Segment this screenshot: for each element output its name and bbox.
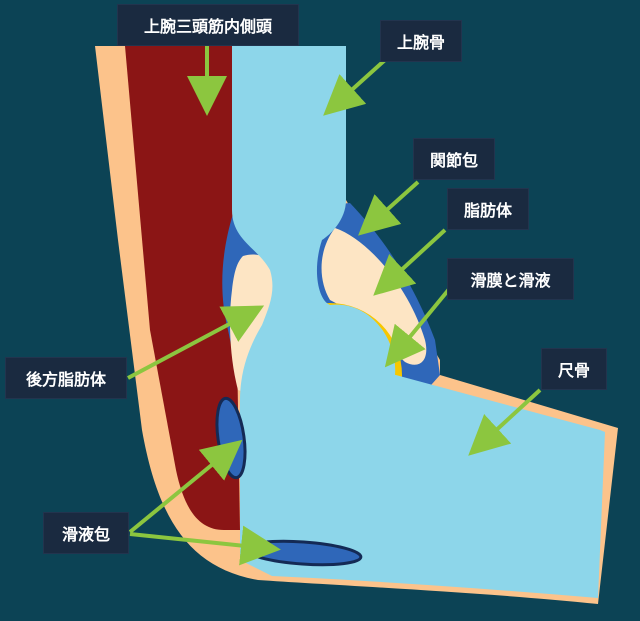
arrow-posterior-fat xyxy=(127,305,265,380)
arrow-capsule xyxy=(358,180,420,236)
trochlea xyxy=(272,317,388,433)
label-synovium: 滑膜と滑液 xyxy=(447,258,574,300)
arrow-humerus xyxy=(323,58,387,116)
arrow-bursa-1 xyxy=(128,439,243,534)
arrow-fatpad xyxy=(373,228,447,296)
label-ulna: 尺骨 xyxy=(541,348,607,390)
label-bursa: 滑液包 xyxy=(43,512,129,554)
arrow-synovium xyxy=(384,286,452,368)
label-fat-pad: 脂肪体 xyxy=(447,188,529,230)
arrow-ulna xyxy=(468,388,542,456)
arrow-bursa-2 xyxy=(129,525,281,566)
label-triceps: 上腕三頭筋内側頭 xyxy=(117,4,299,46)
bone-shape xyxy=(232,46,605,598)
triceps-muscle xyxy=(125,46,240,530)
label-humerus: 上腕骨 xyxy=(380,20,462,62)
label-posterior-fat-pad: 後方脂肪体 xyxy=(5,357,127,399)
label-joint-capsule: 関節包 xyxy=(413,138,495,180)
